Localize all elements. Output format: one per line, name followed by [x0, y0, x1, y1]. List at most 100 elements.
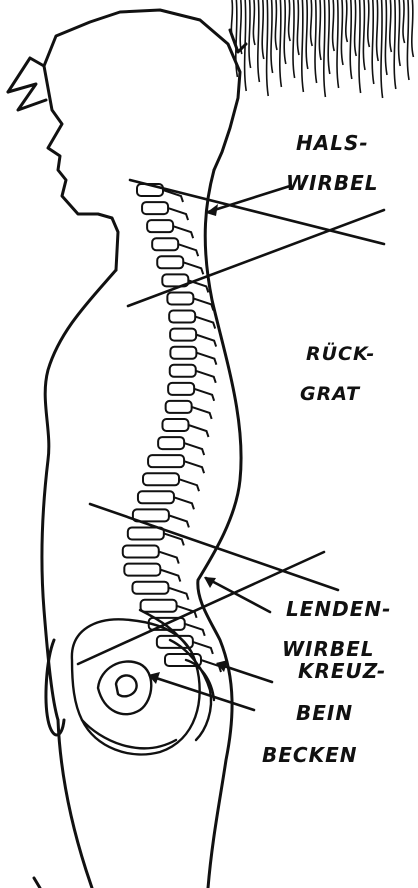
- vertebra: [169, 311, 195, 323]
- hair-strand: [253, 0, 255, 45]
- hair-strand: [311, 0, 313, 46]
- spinous-process: [169, 515, 189, 527]
- spinous-process: [168, 588, 188, 600]
- vertebra: [152, 238, 178, 250]
- vertebra: [141, 600, 177, 612]
- spinous-process: [184, 461, 204, 473]
- label-kreuz-line1: KREUZ-: [298, 659, 386, 683]
- label-lenden-line1: LENDEN-: [286, 597, 391, 621]
- spinous-process: [174, 497, 194, 509]
- spinous-process: [178, 244, 198, 256]
- spinous-process: [188, 425, 208, 437]
- hair-strand: [267, 0, 269, 96]
- hair-strand: [315, 0, 317, 83]
- hair-strand: [280, 0, 282, 87]
- hair-strand: [341, 0, 343, 65]
- vertebra: [166, 401, 192, 413]
- becken-arrow: [150, 676, 254, 710]
- vertebra: [148, 455, 184, 467]
- spinous-process: [173, 226, 193, 238]
- hair-strand: [394, 0, 396, 89]
- hair-strand: [302, 0, 304, 92]
- spinous-process: [193, 642, 213, 654]
- vertebra: [142, 202, 168, 214]
- spinous-process: [192, 407, 212, 419]
- hair-strand: [249, 0, 251, 68]
- hair-strand: [385, 0, 387, 75]
- hair-strand: [403, 0, 405, 43]
- vertebra: [170, 347, 196, 359]
- hair-strand: [337, 0, 339, 88]
- vertebra: [158, 437, 184, 449]
- vertebra: [128, 527, 164, 539]
- spinous-process: [196, 335, 216, 347]
- pelvis-drawing: [72, 610, 214, 754]
- spinous-process: [160, 570, 180, 582]
- hair-strand: [319, 0, 321, 60]
- spinous-process: [183, 262, 203, 274]
- spinous-process: [185, 624, 205, 636]
- hair-strand: [262, 0, 264, 59]
- vertebra: [123, 546, 159, 558]
- hair-strand: [363, 0, 365, 70]
- vertebra: [168, 383, 194, 395]
- hals-pointer-line-b: [128, 210, 384, 306]
- vertebra: [124, 564, 160, 576]
- hair-strand: [275, 0, 277, 50]
- label-lenden-line2: WIRBEL: [282, 637, 375, 661]
- hair-strand: [346, 0, 348, 42]
- spinous-process: [196, 353, 216, 365]
- hair-strand: [350, 0, 352, 79]
- hair-strand: [297, 0, 299, 55]
- hair-strand: [240, 0, 242, 54]
- body-outline: [8, 10, 246, 888]
- hair-strand: [328, 0, 330, 74]
- hair-strand: [390, 0, 392, 52]
- vertebra: [170, 365, 196, 377]
- hair-strand: [324, 0, 326, 97]
- hair-strand: [407, 0, 409, 80]
- spinous-process: [184, 443, 204, 455]
- spinous-process: [201, 660, 221, 672]
- spinous-process: [193, 298, 213, 310]
- spinous-process: [179, 479, 199, 491]
- vertebra: [132, 582, 168, 594]
- hair-strand: [381, 0, 383, 98]
- label-becken: BECKEN: [262, 743, 357, 767]
- hair-strand: [359, 0, 361, 93]
- pointer-lines: [78, 180, 384, 710]
- hair-strand: [372, 0, 374, 84]
- label-hals-line1: HALS-: [296, 131, 369, 155]
- label-hals-line2: WIRBEL: [286, 171, 379, 195]
- hair-strand: [258, 0, 260, 82]
- spinous-process: [168, 208, 188, 220]
- vertebra: [162, 419, 188, 431]
- label-ruck-line1: RÜCK-: [306, 341, 375, 365]
- hair-strand: [333, 0, 335, 51]
- spinous-process: [196, 371, 216, 383]
- lenden-pointer-line-a: [90, 504, 338, 590]
- vertebra: [147, 220, 173, 232]
- hair-strand: [271, 0, 273, 73]
- spinous-process: [195, 317, 215, 329]
- hair-strand: [377, 0, 379, 61]
- vertebra: [143, 473, 179, 485]
- hair-strand: [412, 0, 414, 57]
- spinous-process: [159, 552, 179, 564]
- vertebra: [138, 491, 174, 503]
- lenden-arrow: [206, 578, 270, 612]
- spinous-process: [194, 389, 214, 401]
- hair-strand: [306, 0, 308, 69]
- hair-strand: [289, 0, 291, 41]
- hair-strand: [368, 0, 370, 47]
- label-ruck-line2: GRAT: [300, 383, 361, 405]
- kreuz-arrow: [218, 664, 272, 682]
- hair-strand: [293, 0, 295, 78]
- vertebra: [157, 256, 183, 268]
- vertebra: [170, 329, 196, 341]
- hair-strand: [284, 0, 286, 64]
- vertebra: [167, 292, 193, 304]
- label-kreuz-line2: BEIN: [296, 701, 353, 725]
